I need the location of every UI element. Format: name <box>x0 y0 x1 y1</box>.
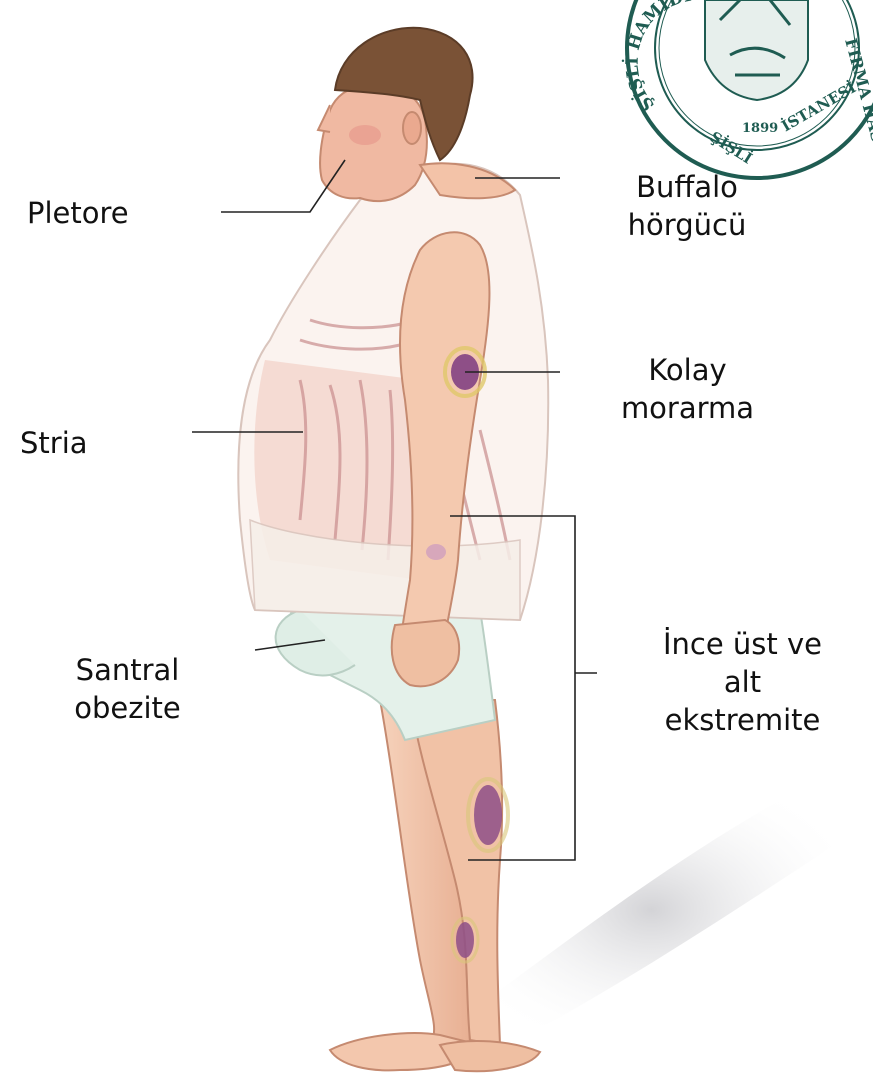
label-pletore: Pletore <box>27 194 129 232</box>
label-kolay-morarma: Kolay morarma <box>600 351 775 427</box>
shin-bruise <box>456 922 474 958</box>
pletore-text: Pletore <box>27 196 129 230</box>
label-buffalo-hump: Buffalo hörgücü <box>608 168 766 244</box>
knee-bruise <box>474 785 502 845</box>
label-santral-obezite: Santral obezite <box>55 651 200 727</box>
buffalo-text-line2: hörgücü <box>608 206 766 244</box>
santral-text-line2: obezite <box>55 689 200 727</box>
seal-year: 1899 <box>742 121 778 136</box>
santral-text-line1: Santral <box>55 651 200 689</box>
label-stria: Stria <box>20 424 88 462</box>
buffalo-text-line1: Buffalo <box>608 168 766 206</box>
ince-text-line2: alt <box>630 663 855 701</box>
stria-text: Stria <box>20 426 88 460</box>
ince-text-line1: İnce üst ve <box>630 625 855 663</box>
kolay-text-line2: morarma <box>600 389 775 427</box>
label-ince-ekstremite: İnce üst ve alt ekstremite <box>630 625 855 739</box>
ince-text-line3: ekstremite <box>630 701 855 739</box>
head <box>318 28 515 201</box>
torso <box>238 164 548 620</box>
kolay-text-line1: Kolay <box>600 351 775 389</box>
